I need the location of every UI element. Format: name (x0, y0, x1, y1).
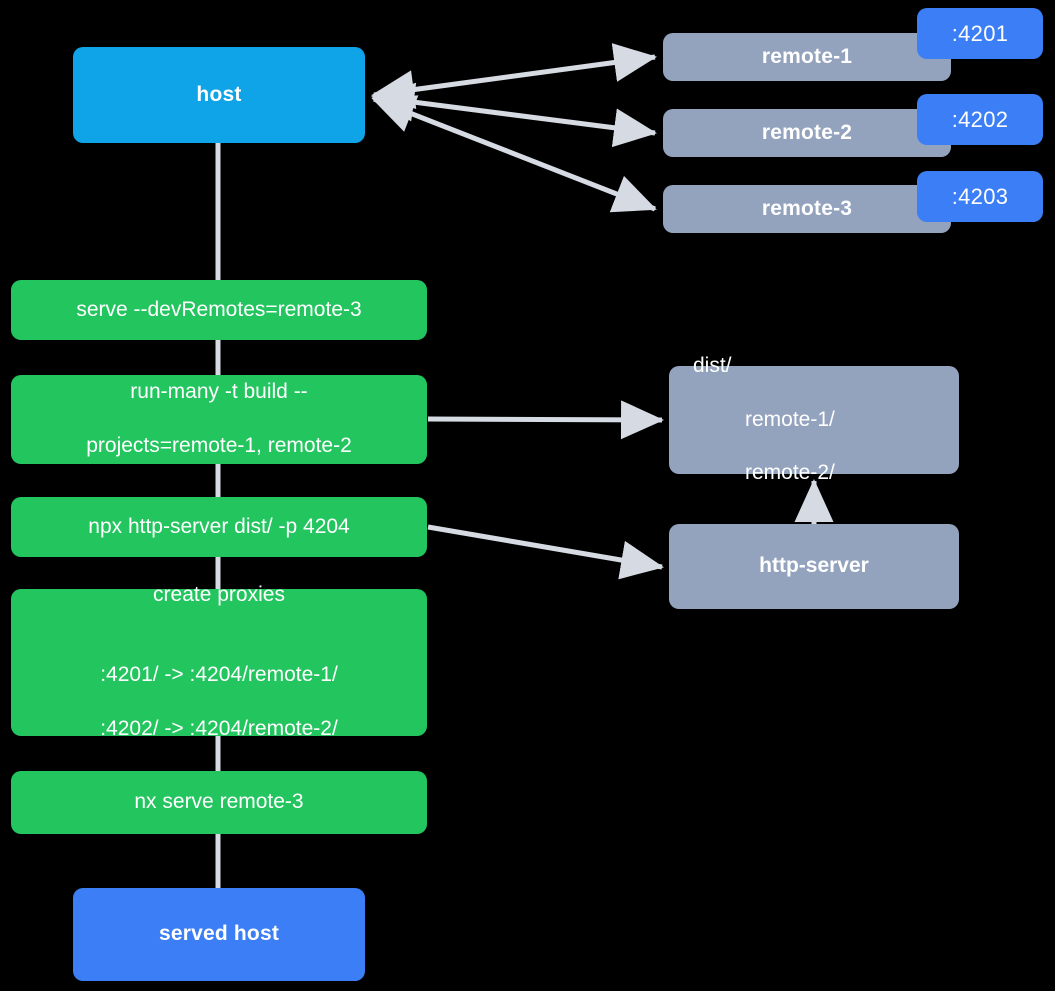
badge-remote-1-port-label: :4201 (951, 20, 1009, 46)
node-host[interactable]: host (73, 47, 365, 143)
badge-remote-2-port-label: :4202 (951, 106, 1009, 132)
node-command-run-many-text: run-many -t build -- projects=remote-1, … (23, 352, 415, 486)
edge-host-remote-1 (371, 43, 657, 109)
badge-remote-3-port-label: :4203 (951, 183, 1009, 209)
node-command-create-proxies-text: create proxies :4201/ -> :4204/remote-1/… (23, 555, 415, 769)
badge-remote-2-port[interactable]: :4202 (917, 94, 1043, 145)
node-command-serve-devremotes-label: serve --devRemotes=remote-3 (76, 297, 362, 321)
edge-host-remote-3 (371, 95, 657, 213)
create-proxies-mapping-2: :4202/ -> :4204/remote-2/ (100, 716, 338, 740)
node-remote-2-label: remote-2 (761, 120, 853, 144)
node-command-npx-http-server-label: npx http-server dist/ -p 4204 (88, 514, 350, 538)
node-command-npx-http-server[interactable]: npx http-server dist/ -p 4204 (11, 497, 427, 557)
badge-remote-1-port[interactable]: :4201 (917, 8, 1043, 59)
create-proxies-title: create proxies (153, 583, 285, 607)
node-http-server-label: http-server (759, 554, 869, 578)
edge-npx-httpserver (427, 524, 664, 580)
dist-line-remote-2: remote-2/ (745, 461, 835, 485)
node-command-serve-devremotes[interactable]: serve --devRemotes=remote-3 (11, 280, 427, 340)
node-command-create-proxies[interactable]: create proxies :4201/ -> :4204/remote-1/… (11, 583, 427, 740)
run-many-line-1: run-many -t build -- (130, 380, 308, 404)
dist-line-root: dist/ (693, 353, 732, 377)
node-dist-folder[interactable]: dist/ remote-1/ remote-2/ (669, 354, 959, 484)
node-served-host[interactable]: served host (73, 888, 365, 981)
node-command-run-many[interactable]: run-many -t build -- projects=remote-1, … (11, 375, 427, 464)
edge-host-remote-2 (371, 82, 657, 148)
create-proxies-mapping-1: :4201/ -> :4204/remote-1/ (100, 663, 338, 687)
badge-remote-3-port[interactable]: :4203 (917, 171, 1043, 222)
node-command-nx-serve-remote-3[interactable]: nx serve remote-3 (11, 771, 427, 834)
node-remote-1-label: remote-1 (761, 44, 853, 68)
node-remote-1[interactable]: remote-1 (663, 33, 951, 81)
node-command-nx-serve-remote-3-label: nx serve remote-3 (134, 790, 304, 814)
node-remote-3[interactable]: remote-3 (663, 185, 951, 233)
node-http-server[interactable]: http-server (669, 524, 959, 609)
edge-runmany-dist (427, 400, 664, 440)
dist-line-remote-1: remote-1/ (745, 407, 835, 431)
node-host-label: host (196, 82, 242, 106)
node-remote-3-label: remote-3 (761, 196, 853, 220)
node-remote-2[interactable]: remote-2 (663, 109, 951, 157)
node-dist-folder-text: dist/ remote-1/ remote-2/ (693, 326, 947, 514)
run-many-line-2: projects=remote-1, remote-2 (86, 433, 352, 457)
node-served-host-label: served host (158, 922, 280, 946)
